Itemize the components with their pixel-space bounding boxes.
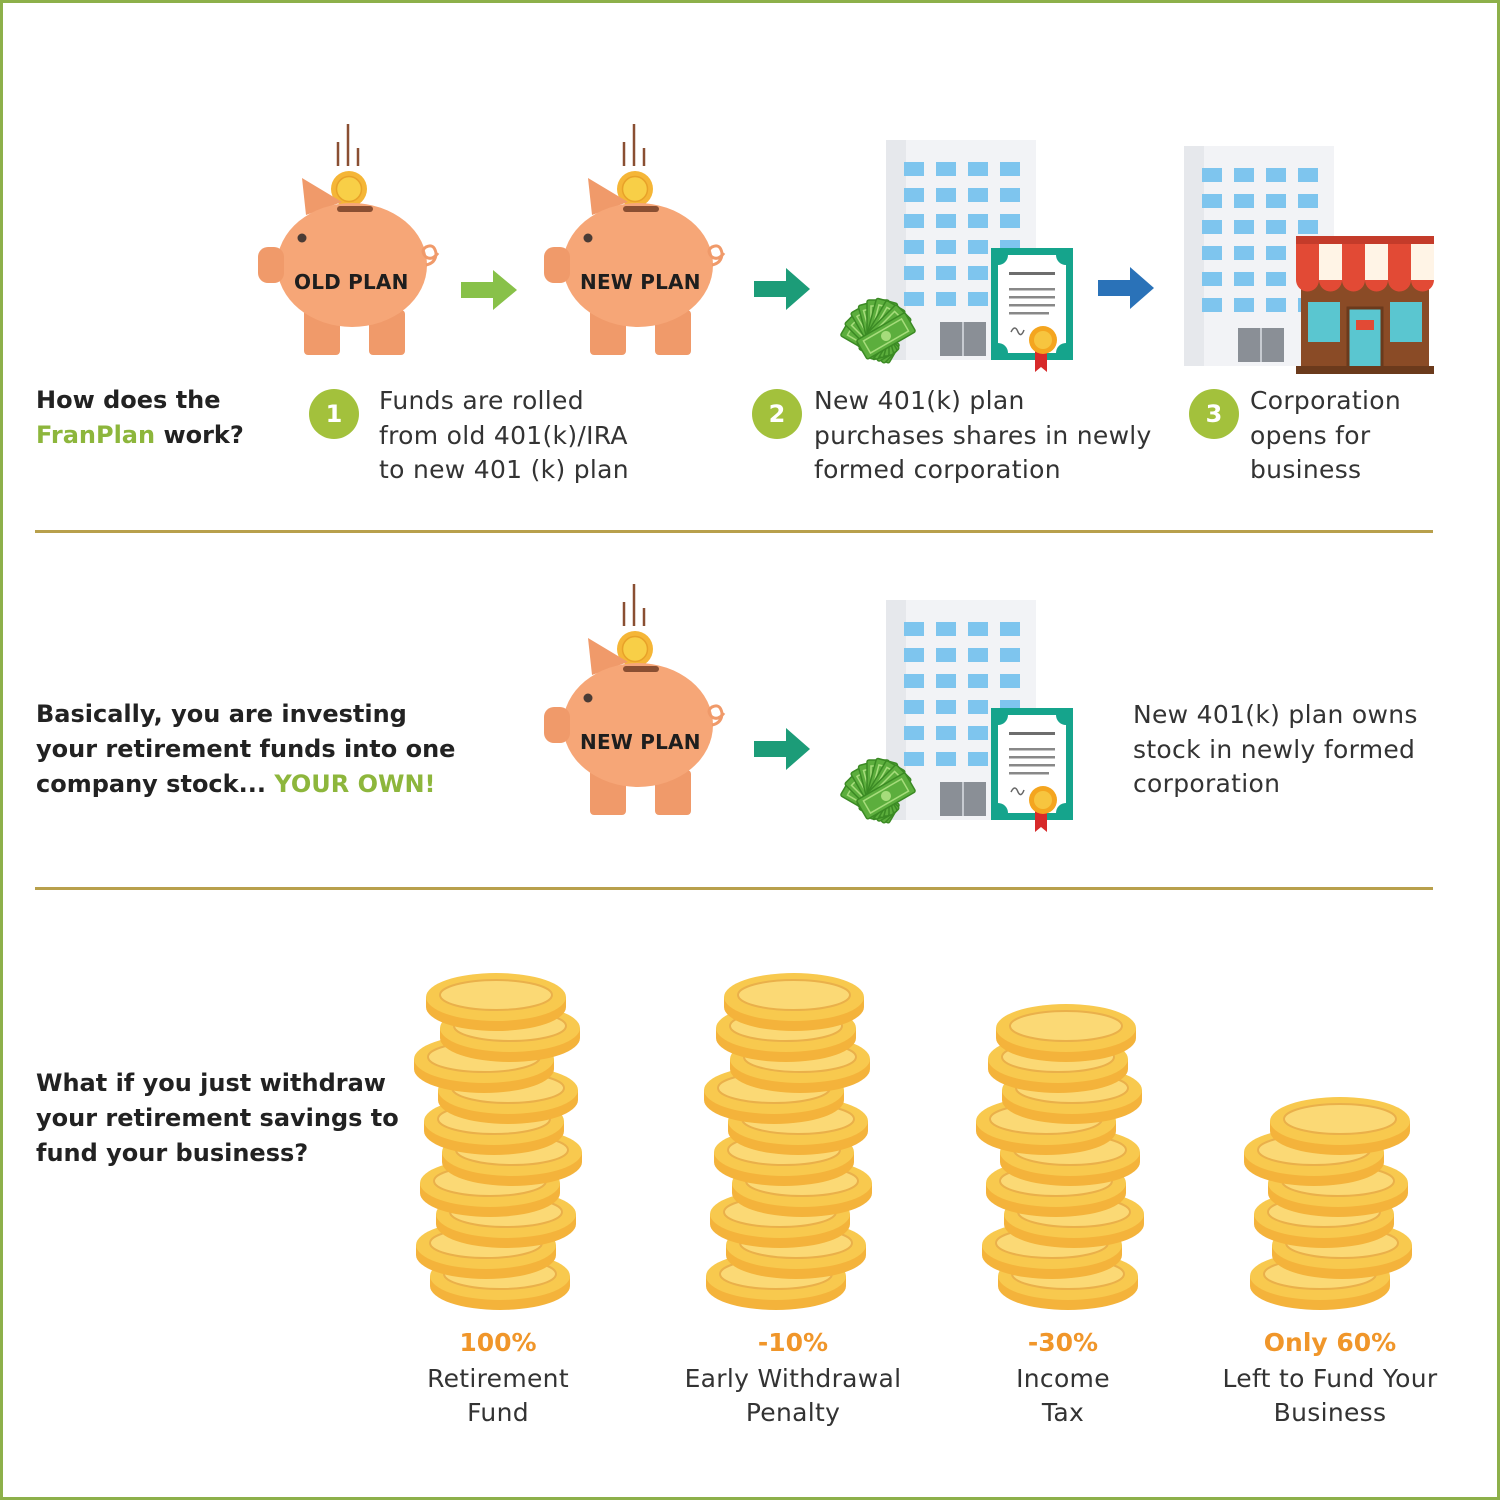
step-3-line: opens for (1250, 420, 1371, 450)
step-1-line: from old 401(k)/IRA (379, 420, 628, 450)
stack-label-line: Fund (467, 1398, 529, 1427)
arrow-right-icon (754, 728, 810, 770)
stack-1-label: Retirement Fund (348, 1362, 648, 1430)
step-2-badge: 2 (752, 389, 802, 439)
question-suffix: work? (163, 421, 244, 449)
question-line1: How does the (36, 386, 221, 414)
arrow-right-icon (461, 270, 517, 310)
stack-4-label: Left to Fund Your Business (1180, 1362, 1480, 1430)
arrow-right-icon (1098, 267, 1154, 309)
question-line2: FranPlan work? (36, 418, 244, 453)
brand-name: FranPlan (36, 421, 156, 449)
stack-2-label: Early Withdrawal Penalty (643, 1362, 943, 1430)
question-line: What if you just withdraw (36, 1069, 386, 1097)
section1-question: How does the FranPlan work? (36, 383, 244, 453)
stack-label-line: Retirement (427, 1364, 569, 1393)
section2-statement: Basically, you are investing your retire… (36, 697, 455, 802)
section3-question: What if you just withdraw your retiremen… (36, 1066, 399, 1171)
description-line: stock in newly formed (1133, 734, 1416, 764)
pig-old-label: OLD PLAN (294, 270, 409, 294)
arrow-right-icon (754, 268, 810, 310)
step-1-line: to new 401 (k) plan (379, 455, 629, 484)
step-2-line: New 401(k) plan (814, 386, 1025, 415)
pig-new-label: NEW PLAN (580, 730, 701, 754)
statement-line2: your retirement funds into one (36, 735, 456, 763)
stack-3-percent: -30% (1027, 1328, 1099, 1357)
section-divider (35, 887, 1433, 890)
description-line: corporation (1133, 769, 1281, 798)
stack-3-label: Income Tax (913, 1362, 1213, 1430)
step-1-description: Funds are rolled from old 401(k)/IRA to … (379, 384, 629, 488)
pig-new-label: NEW PLAN (580, 270, 701, 294)
stack-label-line: Business (1273, 1398, 1387, 1427)
stack-label-line: Penalty (745, 1398, 841, 1427)
description-line: New 401(k) plan owns (1133, 700, 1418, 729)
step-1-line: Funds are rolled (379, 386, 584, 415)
stack-4-percent: Only 60% (1263, 1328, 1397, 1357)
question-line: your retirement savings to (36, 1104, 399, 1132)
step-3-line: business (1250, 455, 1362, 484)
coin-icon (425, 972, 567, 1032)
statement-line3-prefix: company stock... (36, 770, 266, 798)
step-3-badge: 3 (1189, 389, 1239, 439)
step-3-line: Corporation (1250, 386, 1401, 415)
step-1-badge: 1 (309, 389, 359, 439)
coin-icon (1269, 1096, 1411, 1156)
question-line: fund your business? (36, 1139, 309, 1167)
statement-line3: company stock... YOUR OWN! (36, 767, 455, 802)
stack-label-line: Income (1016, 1364, 1110, 1393)
statement-highlight: YOUR OWN! (274, 770, 436, 798)
stack-label-line: Early Withdrawal (684, 1364, 902, 1393)
coin-icon (723, 972, 865, 1032)
step-3-description: Corporation opens for business (1250, 384, 1401, 488)
stack-label-line: Left to Fund Your (1222, 1364, 1438, 1393)
coin-icon (995, 1003, 1137, 1063)
stack-1-percent: 100% (459, 1328, 537, 1357)
step-2-line: purchases shares in newly (814, 420, 1152, 450)
section-divider (35, 530, 1433, 533)
step-2-description: New 401(k) plan purchases shares in newl… (814, 384, 1152, 488)
stack-label-line: Tax (1041, 1398, 1085, 1427)
step-2-line: formed corporation (814, 455, 1061, 484)
statement-line1: Basically, you are investing (36, 700, 407, 728)
section2-description: New 401(k) plan owns stock in newly form… (1133, 698, 1418, 802)
stack-2-percent: -10% (757, 1328, 829, 1357)
